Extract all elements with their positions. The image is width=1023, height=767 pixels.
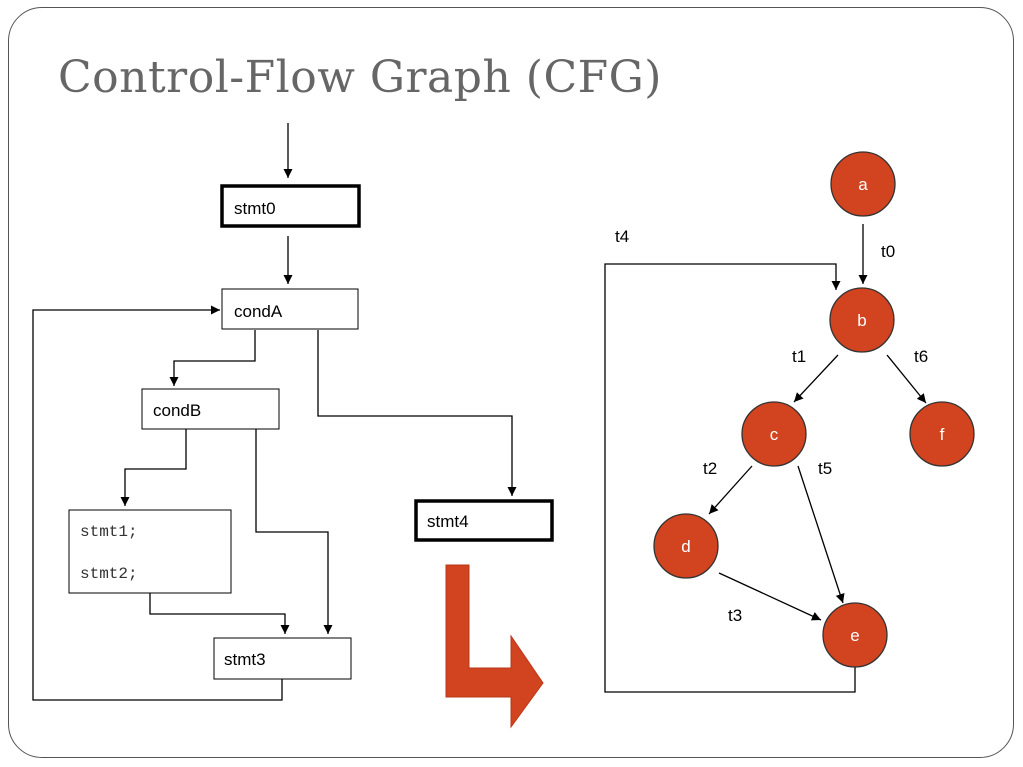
condA-to-stmt4-arrow: [317, 330, 517, 496]
edge-label-t6: t6: [914, 347, 928, 366]
box-stmt1-stmt2: stmt1; stmt2;: [68, 509, 232, 594]
slide-title: Control-Flow Graph (CFG): [58, 52, 662, 103]
node-c: c: [741, 401, 807, 467]
node-e: e: [822, 602, 888, 668]
cfg-graph: t0 t4 t1 t6 t2 t5 t3 a b c f d e: [604, 151, 975, 693]
edge-label-t5: t5: [818, 459, 832, 478]
node-e-label: e: [850, 626, 859, 645]
slide-frame: [8, 7, 1014, 758]
node-a: a: [830, 151, 896, 217]
edge-label-t0: t0: [881, 242, 895, 261]
box-condB: condB: [141, 388, 280, 430]
box-stmt4: stmt4: [414, 499, 554, 542]
transform-arrow: [445, 564, 544, 729]
node-b-label: b: [857, 311, 866, 330]
box-stmt4-label: stmt4: [427, 512, 469, 531]
condA-to-condB-arrow: [169, 330, 256, 386]
box-stmt0-label: stmt0: [234, 199, 276, 218]
node-d-label: d: [681, 537, 690, 556]
edge-t3: [718, 572, 822, 621]
cfg-flowchart: stmt0 condA condB stmt1; stmt2; stmt3 st…: [32, 123, 554, 701]
box-condA: condA: [221, 288, 359, 330]
box-condA-label: condA: [234, 302, 283, 321]
edge-label-t3: t3: [728, 606, 742, 625]
edge-t2: [708, 465, 753, 515]
box-stmt3-label: stmt3: [224, 650, 266, 669]
box-condB-label: condB: [153, 401, 201, 420]
box-stmt1-label: stmt1;: [80, 523, 138, 541]
edge-label-t2: t2: [703, 459, 717, 478]
edge-t5: [797, 465, 845, 604]
condB-to-stmt3-arrow: [255, 429, 333, 634]
node-d: d: [653, 513, 719, 579]
condB-to-stmt1-arrow: [120, 429, 187, 506]
node-f-label: f: [940, 425, 945, 444]
box-stmt0: stmt0: [220, 184, 361, 228]
edge-t6: [886, 354, 927, 404]
node-a-label: a: [858, 175, 868, 194]
box-stmt3: stmt3: [213, 637, 352, 680]
box-stmt2-label: stmt2;: [80, 565, 138, 583]
stmt2-to-stmt3-arrow: [149, 593, 290, 634]
edge-t4: [604, 263, 856, 693]
edge-label-t4: t4: [615, 227, 629, 246]
node-b: b: [829, 287, 895, 353]
loop-back-arrow: [32, 305, 283, 701]
node-c-label: c: [770, 425, 779, 444]
node-f: f: [909, 401, 975, 467]
edge-label-t1: t1: [792, 347, 806, 366]
edge-t1: [793, 354, 839, 403]
